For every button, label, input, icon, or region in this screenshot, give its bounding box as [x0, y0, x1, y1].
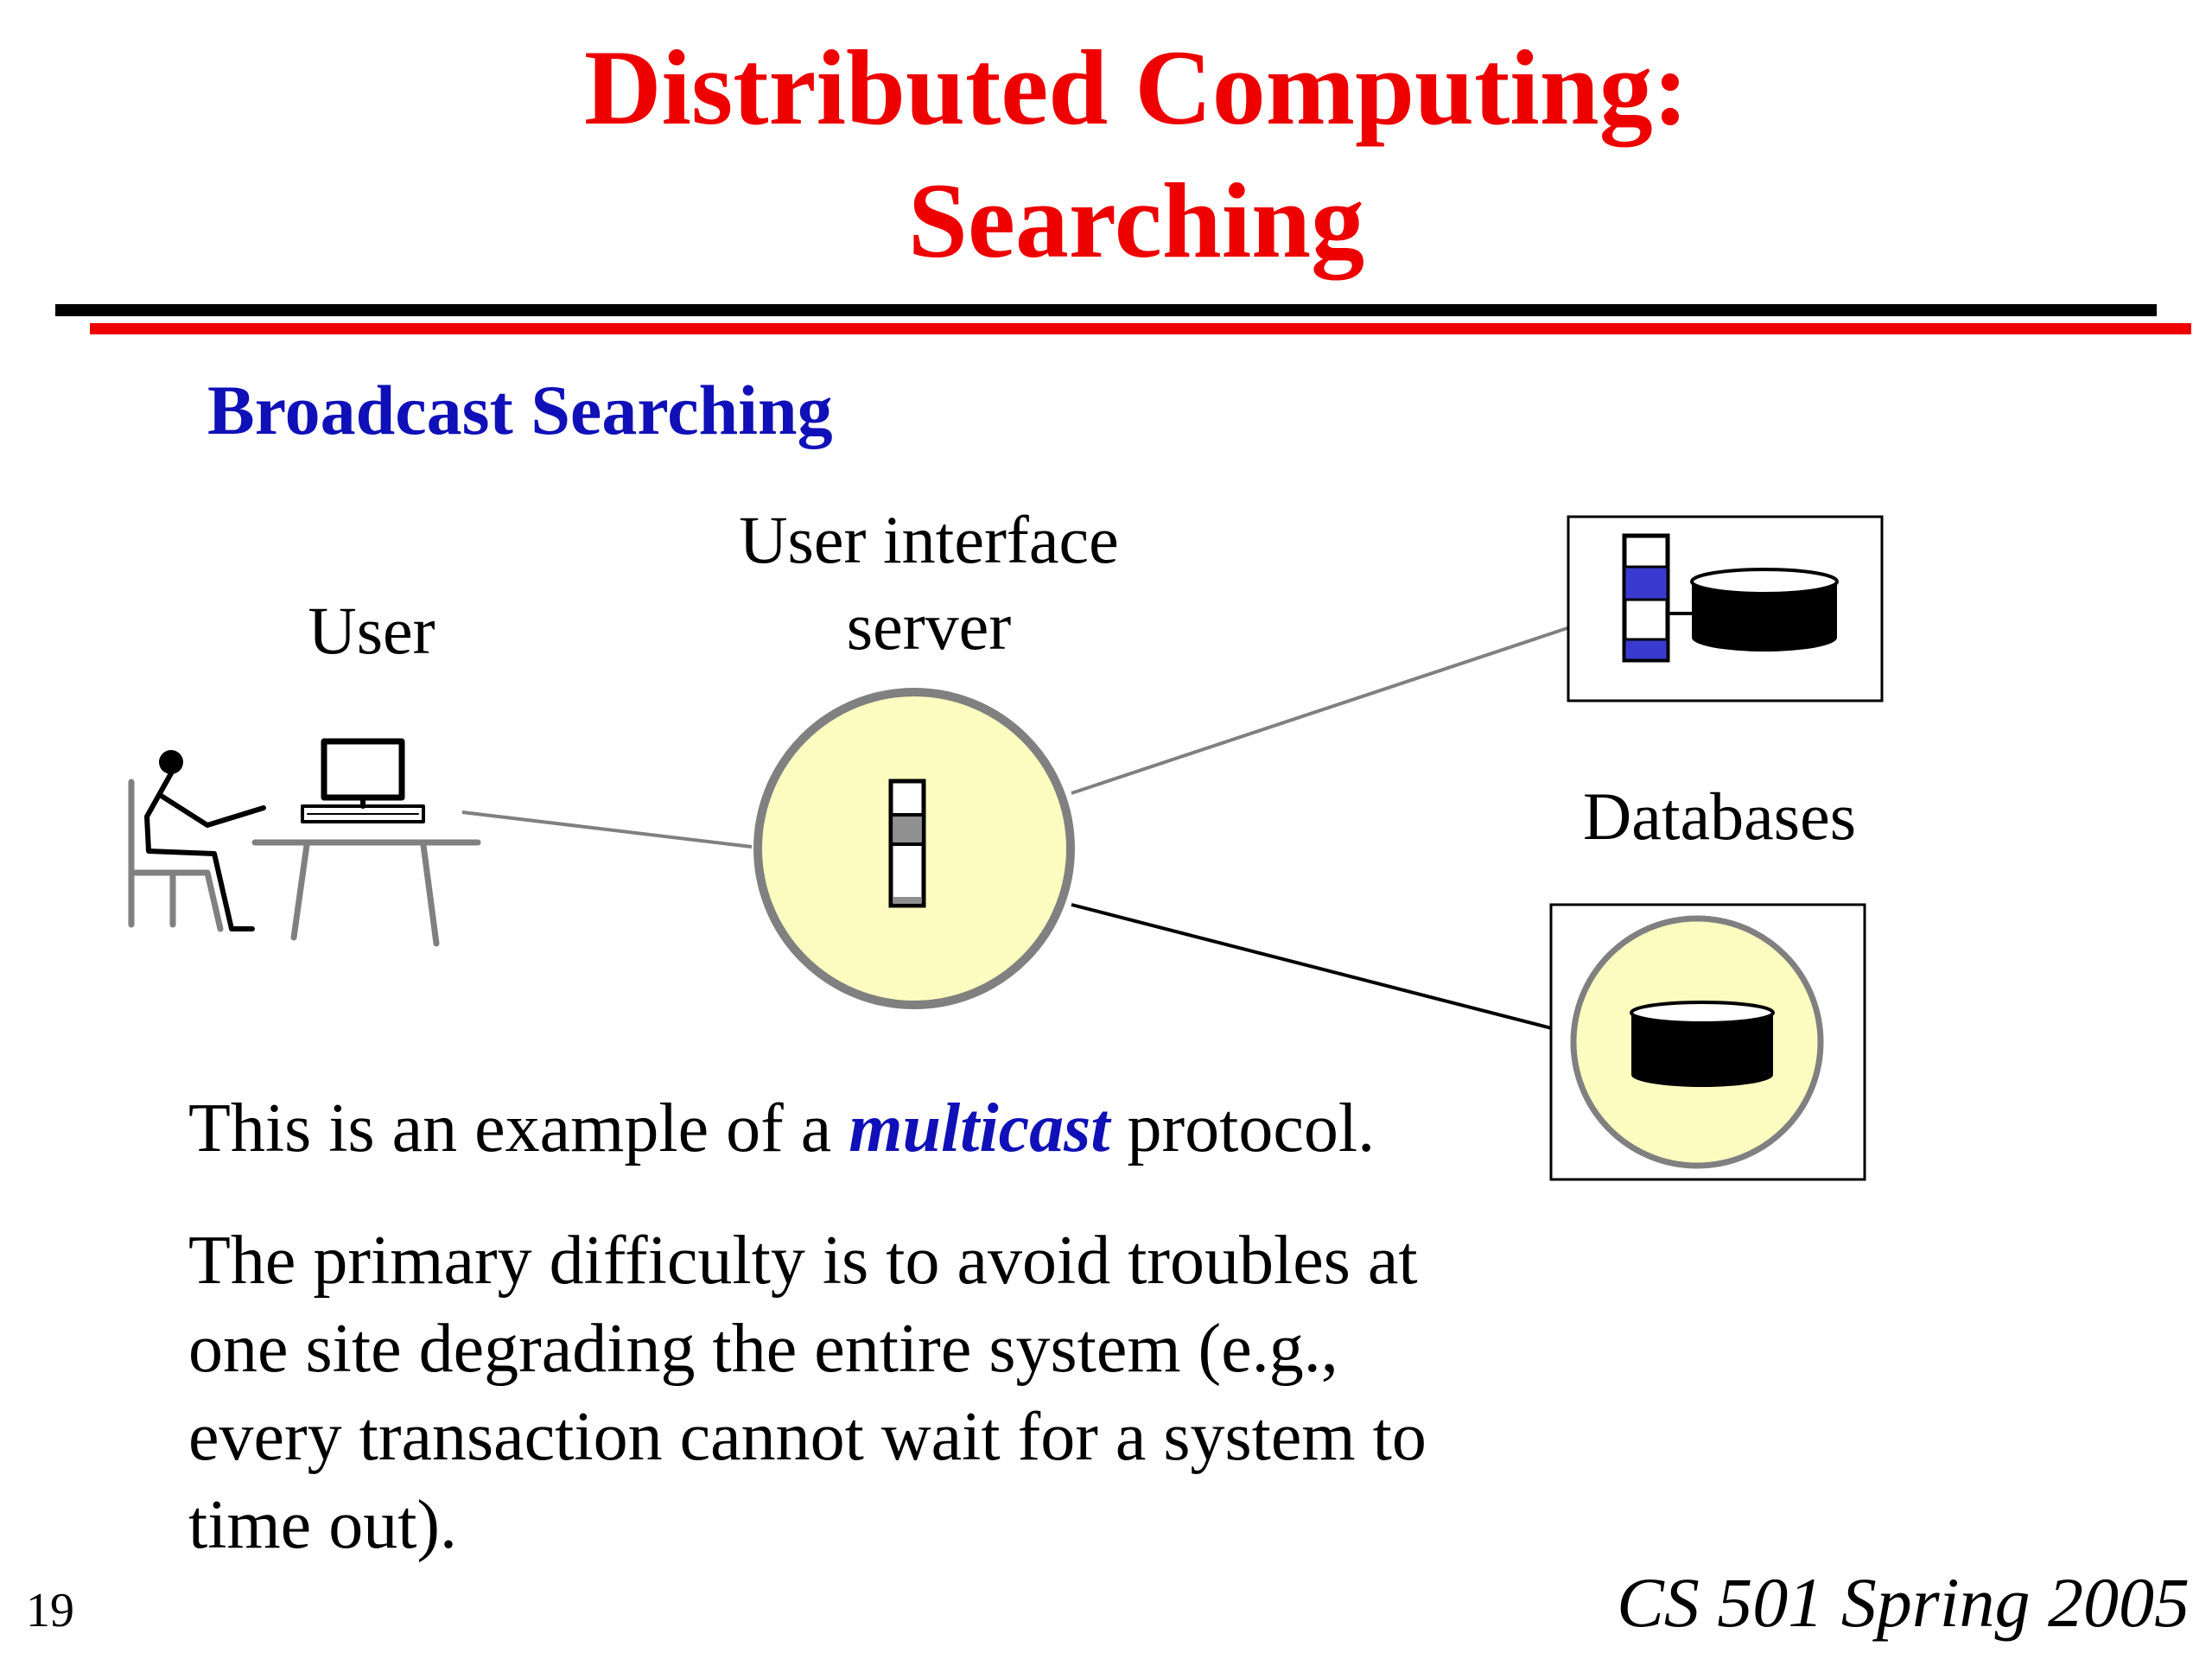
title-rule-black: [55, 304, 2157, 316]
link-user-to-server: [461, 810, 753, 849]
database-2: [1549, 903, 1866, 1181]
slide-title: Distributed Computing: Searching: [0, 22, 2212, 288]
paragraph-line-2: one site degrading the entire system (e.…: [188, 1311, 1338, 1387]
disk-storage-icon: [1630, 1001, 1775, 1087]
disk-storage-icon: [1690, 568, 1839, 652]
sentence-start: This is an example of a: [188, 1090, 849, 1166]
database-1: [1567, 515, 1884, 702]
section-heading: Broadcast Searching: [207, 371, 833, 449]
user-label: User: [308, 593, 435, 668]
server-label-line-1: User interface: [739, 502, 1119, 577]
paragraph-line-4: time out).: [188, 1487, 458, 1563]
slide-number: 19: [26, 1584, 74, 1637]
multicast-sentence: This is an example of a multicast protoc…: [188, 1084, 1536, 1173]
server-label-line-2: server: [846, 588, 1012, 664]
multicast-term: multicast: [849, 1090, 1110, 1166]
server-node: [753, 688, 1075, 1009]
sentence-end: protocol.: [1109, 1090, 1376, 1166]
link-server-to-database-2: [1071, 903, 1569, 1034]
server-tower-icon: [888, 779, 926, 908]
course-footer: CS 501 Spring 2005: [1617, 1563, 2190, 1642]
title-line-1: Distributed Computing:: [583, 29, 1689, 147]
title-rule-red: [90, 323, 2191, 334]
title-line-2: Searching: [907, 162, 1365, 280]
server-label: User interface server: [704, 497, 1154, 670]
user-at-desk-icon: [128, 738, 481, 947]
paragraph-line-1: The primary difficulty is to avoid troub…: [188, 1223, 1418, 1299]
difficulty-paragraph: The primary difficulty is to avoid troub…: [188, 1217, 1536, 1569]
link-server-to-database-1: [1071, 607, 1625, 795]
databases-label: Databases: [1582, 779, 1857, 854]
paragraph-line-3: every transaction cannot wait for a syst…: [188, 1399, 1427, 1475]
server-tower-icon: [1622, 533, 1670, 663]
